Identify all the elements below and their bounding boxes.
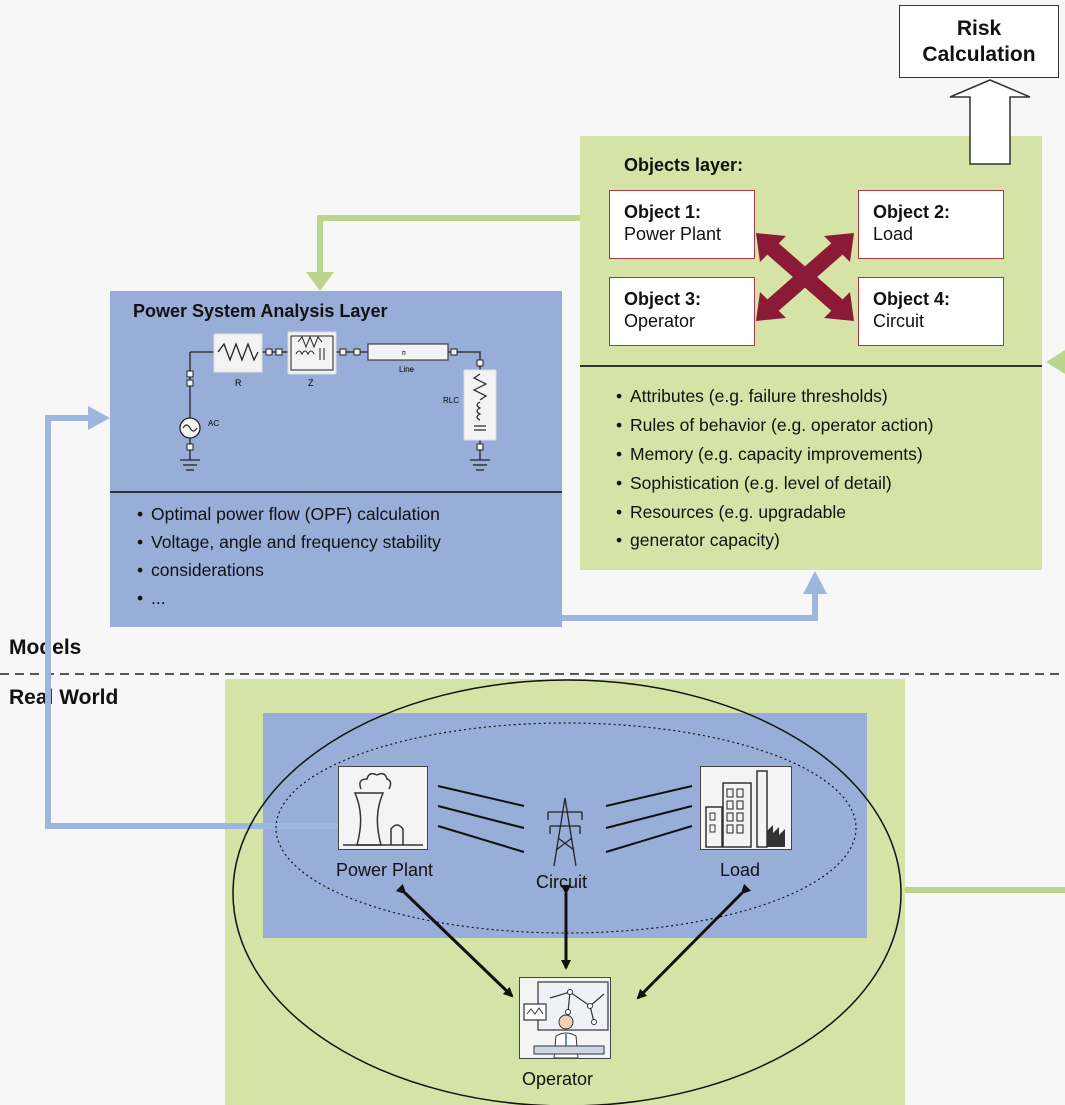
psa-to-objects-arrow xyxy=(562,592,818,621)
object-4-box: Object 4: Circuit xyxy=(858,277,1004,346)
objects-layer-title: Objects layer: xyxy=(624,155,744,175)
z-label: Z xyxy=(308,378,314,388)
load-label: Load xyxy=(720,860,761,880)
risk-label-line2: Calculation xyxy=(922,42,1036,66)
list-item-continuation-text: generator capacity) xyxy=(630,530,780,550)
resistor-icon xyxy=(217,342,259,362)
object-1-name: Power Plant xyxy=(624,224,722,244)
resistor-block xyxy=(213,333,263,373)
r-label: R xyxy=(235,378,242,388)
rlc-label: RLC xyxy=(443,396,459,405)
risk-calculation-box: Risk Calculation xyxy=(899,5,1059,78)
list-item: Resources (e.g. upgradable xyxy=(616,498,1036,527)
operator-label: Operator xyxy=(522,1069,594,1089)
object-3-box: Object 3: Operator xyxy=(609,277,755,346)
object-interaction-cross xyxy=(756,233,854,321)
list-item-continuation-text: considerations xyxy=(151,560,264,580)
list-item: Optimal power flow (OPF) calculation xyxy=(137,500,557,528)
load-icon xyxy=(700,766,792,850)
real-world-section-label: Real World xyxy=(9,686,119,709)
circuit-schematic: R Z ᴨ Line RLC AC xyxy=(179,331,497,471)
line-block xyxy=(367,343,449,361)
object-3-head: Object 3: xyxy=(624,289,702,309)
risk-up-arrow xyxy=(949,79,1031,165)
object-2-head: Object 2: xyxy=(873,202,951,222)
line-label: Line xyxy=(399,365,415,374)
power-plant-icon xyxy=(338,766,428,850)
list-item-continuation: generator capacity) xyxy=(616,527,1036,553)
real-world-outer-ellipse xyxy=(232,679,902,1105)
list-item: Memory (e.g. capacity improvements) xyxy=(616,440,1036,469)
power-plant-label: Power Plant xyxy=(336,860,434,880)
list-item: Sophistication (e.g. level of detail) xyxy=(616,469,1036,498)
transmission-lines xyxy=(437,785,693,853)
operator-icon xyxy=(519,977,611,1059)
object-2-name: Load xyxy=(873,224,914,244)
object-4-head: Object 4: xyxy=(873,289,951,309)
objects-to-psa-arrow xyxy=(317,215,580,275)
psa-layer-title: Power System Analysis Layer xyxy=(133,301,388,321)
object-4-name: Circuit xyxy=(873,311,925,331)
list-item: ... xyxy=(137,584,557,612)
object-2-box: Object 2: Load xyxy=(858,190,1004,259)
risk-label-line1: Risk xyxy=(956,16,1002,40)
operator-interaction-arrows xyxy=(395,883,752,1000)
psa-layer-bullets: Optimal power flow (OPF) calculation Vol… xyxy=(137,500,557,612)
list-item: Voltage, angle and frequency stability xyxy=(137,528,557,556)
psa-layer-divider xyxy=(110,491,562,493)
list-item: Attributes (e.g. failure thresholds) xyxy=(616,382,1036,411)
real-world-inner-ellipse xyxy=(275,722,857,934)
object-3-name: Operator xyxy=(624,311,696,331)
list-item-continuation: considerations xyxy=(137,556,557,584)
ac-label: AC xyxy=(208,419,219,428)
objects-layer-bullets: Attributes (e.g. failure thresholds) Rul… xyxy=(616,382,1036,553)
real-world-to-psa-arrow xyxy=(45,415,338,829)
transmission-tower-icon xyxy=(547,798,583,866)
circuit-label: Circuit xyxy=(536,872,588,892)
object-1-head: Object 1: xyxy=(624,202,702,222)
objects-layer-divider xyxy=(580,365,1042,367)
ground-icon xyxy=(180,459,490,471)
object-1-box: Object 1: Power Plant xyxy=(609,190,755,259)
svg-text:ᴨ: ᴨ xyxy=(402,350,406,357)
list-item: Rules of behavior (e.g. operator action) xyxy=(616,411,1036,440)
